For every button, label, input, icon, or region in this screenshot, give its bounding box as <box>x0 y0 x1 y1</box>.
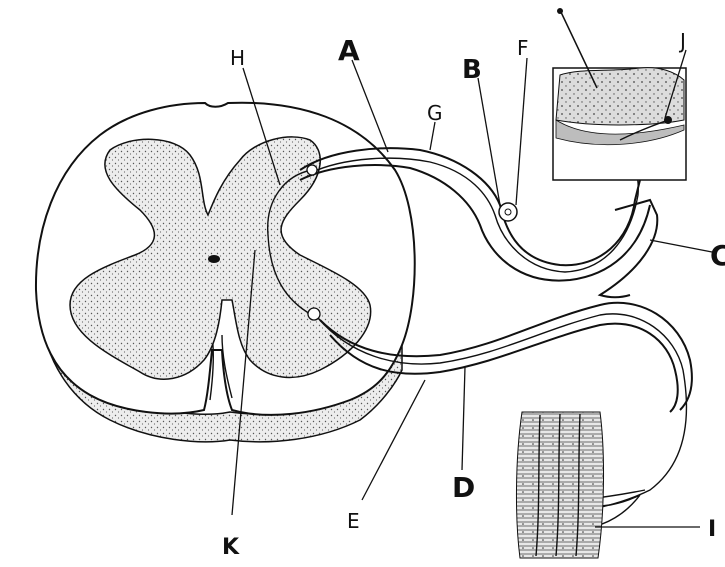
leader-F <box>516 58 527 205</box>
leader-C <box>650 240 712 252</box>
label-F: F <box>517 36 529 60</box>
label-H: H <box>230 46 245 70</box>
label-I: I <box>708 517 716 542</box>
leader-G <box>430 122 435 150</box>
ganglion-nucleus <box>505 209 511 215</box>
label-G: G <box>427 101 443 125</box>
label-B: B <box>462 55 482 85</box>
pin-head <box>557 8 563 14</box>
label-E: E <box>347 509 360 533</box>
label-C: C <box>710 239 725 272</box>
leader-D <box>462 367 465 470</box>
label-K: K <box>222 535 240 560</box>
label-A: A <box>338 34 360 67</box>
central-canal <box>208 255 220 263</box>
label-D: D <box>452 471 475 504</box>
label-J: J <box>678 29 686 53</box>
synapse-upper <box>307 165 317 175</box>
skin-surface <box>556 68 684 125</box>
